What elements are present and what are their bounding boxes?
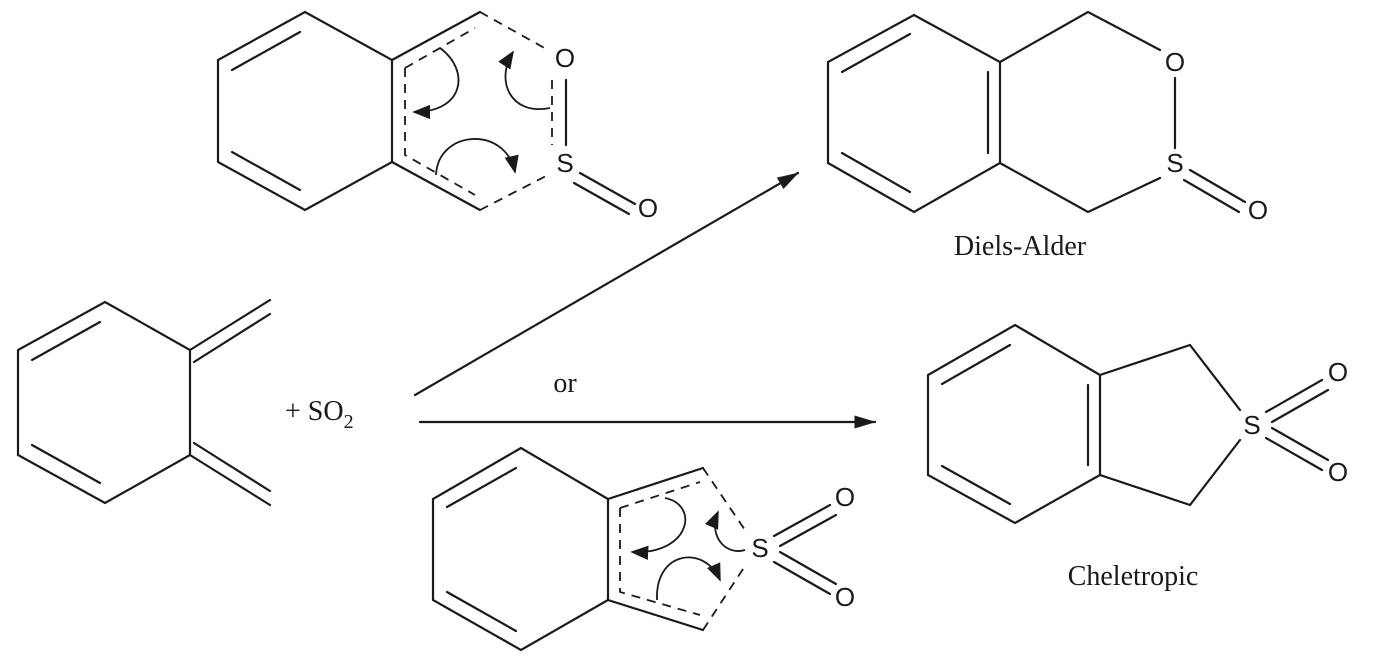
oxygen-atom: O: [555, 43, 575, 73]
cheletropic-product: S O O: [926, 323, 1348, 525]
oxygen-atom: O: [835, 482, 855, 512]
oxygen-atom: O: [1165, 47, 1185, 77]
oxygen-atom: O: [638, 193, 658, 223]
cheletropic-label: Cheletropic: [1068, 561, 1199, 592]
sulfur-atom: S: [1243, 410, 1260, 440]
diels-alder-transition-state: O S O: [216, 10, 658, 223]
cheletropic-transition-state: S O O: [431, 446, 855, 652]
reagent-subscript: 2: [344, 411, 354, 433]
oxygen-atom: O: [835, 582, 855, 612]
o-xylylene-reactant: [16, 298, 272, 507]
oxygen-atom: O: [1328, 357, 1348, 387]
reagent-prefix: + SO: [285, 396, 344, 427]
diels-alder-arrow: [413, 171, 800, 397]
sulfur-atom: S: [556, 148, 573, 178]
diels-alder-product: O S O: [826, 10, 1268, 225]
diels-alder-label: Diels-Alder: [954, 231, 1087, 262]
sulfur-atom: S: [751, 533, 768, 563]
sulfur-atom: S: [1166, 148, 1183, 178]
oxygen-atom: O: [1328, 457, 1348, 487]
reagent-label: + SO2: [285, 396, 354, 433]
oxygen-atom: O: [1248, 195, 1268, 225]
or-label: or: [553, 368, 577, 399]
